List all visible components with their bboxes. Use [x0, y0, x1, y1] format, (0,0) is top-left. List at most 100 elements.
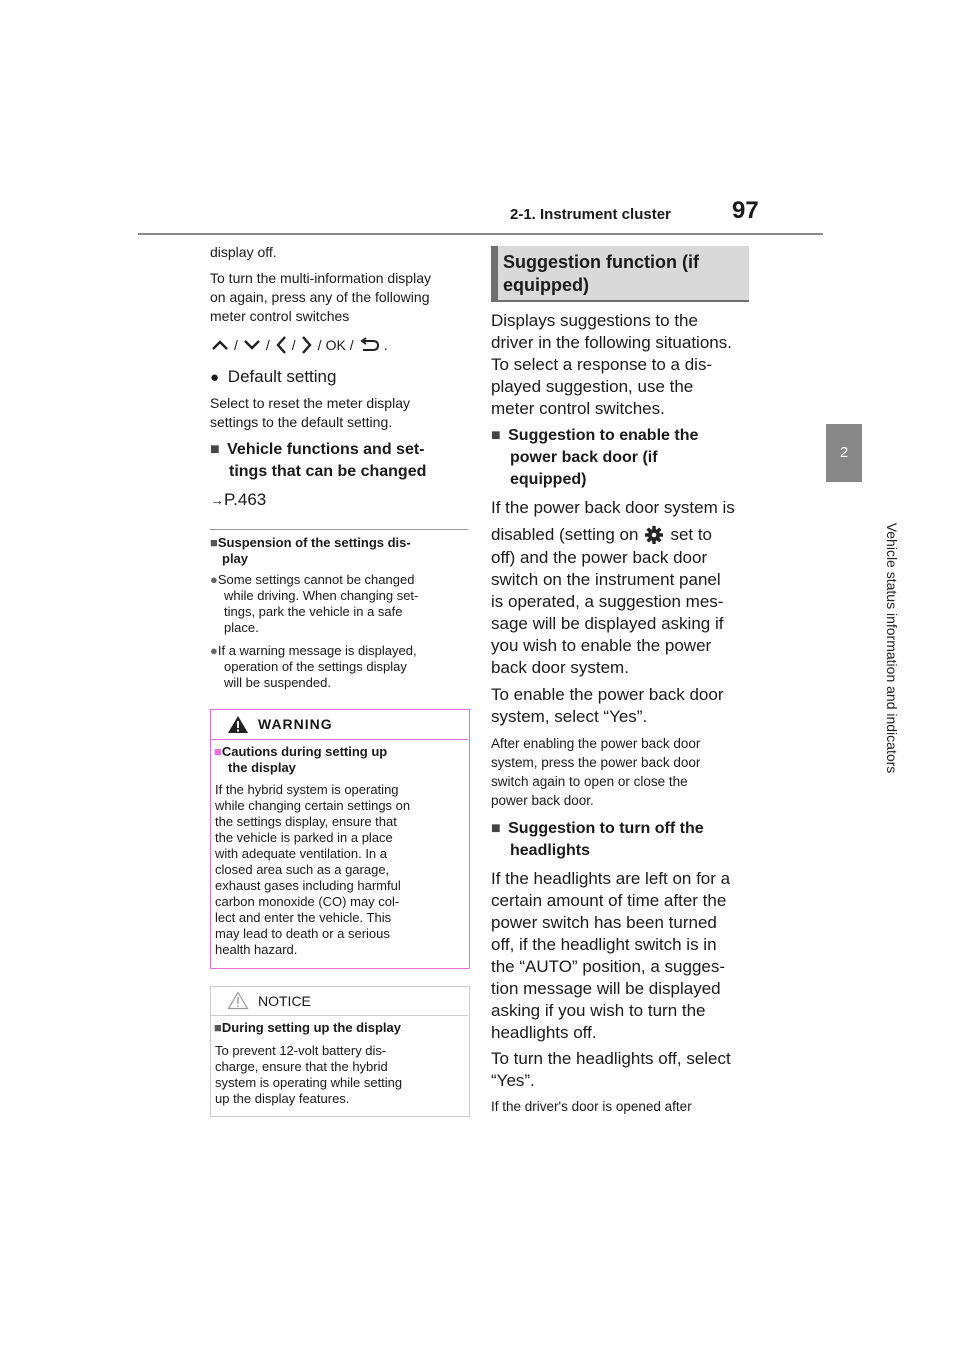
- warning-line: with adequate ventilation. In a: [215, 846, 388, 861]
- notice-line: To prevent 12-volt battery dis-: [215, 1043, 387, 1058]
- square-bullet-icon: ■: [210, 441, 220, 458]
- suspension-bullet-2: ●If a warning message is displayed,: [210, 643, 472, 659]
- header-divider: [138, 233, 823, 235]
- notice-heading-label: During setting up the display: [221, 1020, 401, 1035]
- suspension-bullet-2-line-2: operation of the settings display: [224, 659, 407, 674]
- warning-line: closed area such as a garage,: [215, 862, 390, 877]
- section-title-line-2: equipped): [503, 275, 589, 295]
- period: .: [383, 337, 388, 353]
- warning-heading: ■Cautions during setting up: [214, 744, 464, 760]
- separator: /: [349, 337, 354, 353]
- pbd-heading-line-1: Suggestion to enable the: [508, 427, 699, 444]
- warning-line: If the hybrid system is operating: [215, 782, 399, 797]
- notice-line: charge, ensure that the hybrid: [215, 1059, 388, 1074]
- chapter-tab: 2: [826, 424, 862, 482]
- pbd-p3: After enabling the power back door syste…: [491, 734, 749, 810]
- hl-line: certain amount of time after the: [491, 891, 727, 910]
- text-turn-on-1: To turn the multi-information display: [210, 270, 431, 286]
- default-setting-heading: ● Default setting: [210, 366, 472, 389]
- chevron-left-icon: [276, 336, 286, 354]
- suspension-heading: ■Suspension of the settings dis-: [210, 535, 472, 551]
- warning-heading-1: Cautions during setting up: [221, 744, 388, 759]
- intro-line: To select a response to a dis-: [491, 355, 713, 374]
- vehicle-functions-heading: ■ Vehicle functions and set-: [210, 439, 472, 461]
- warning-line: carbon monoxide (CO) may col-: [215, 894, 400, 909]
- pbd-line: you wish to enable the power: [491, 636, 712, 655]
- warning-line: lect and enter the vehicle. This: [215, 910, 392, 925]
- intro-line: driver in the following situations.: [491, 333, 732, 352]
- separator: /: [234, 337, 238, 353]
- warning-line: exhaust gases including harmful: [215, 878, 401, 893]
- separator: /: [291, 337, 296, 353]
- text-turn-on-2: on again, press any of the following: [210, 289, 430, 305]
- notice-line: up the display features.: [215, 1091, 350, 1106]
- suspension-bullet-1: ●Some settings cannot be changed: [210, 572, 472, 588]
- hl-line: tion message will be displayed: [491, 979, 721, 998]
- pbd-p1-line-2: disabled (setting on set to: [491, 524, 749, 546]
- headlights-p2: To turn the headlights off, select “Yes”…: [491, 1048, 749, 1092]
- pbd-p3-line: power back door.: [491, 793, 594, 808]
- hl-line: If the headlights are left on for a: [491, 869, 731, 888]
- square-bullet-icon: ■: [491, 427, 501, 444]
- hl-line: power switch has been turned: [491, 913, 717, 932]
- pbd-p2: To enable the power back door system, se…: [491, 684, 749, 728]
- page-reference[interactable]: →P.463: [210, 489, 472, 511]
- section-title: Suggestion function (if equipped): [503, 251, 743, 297]
- page-number: 97: [732, 197, 759, 224]
- warning-body: If the hybrid system is operating while …: [215, 782, 465, 958]
- pbd-line: switch on the instrument panel: [491, 570, 721, 589]
- suspension-bullet-1-line-2: while driving. When changing set-: [224, 588, 419, 603]
- intro-line: Displays suggestions to the: [491, 311, 698, 330]
- meter-switch-row: / / / / OK / .: [210, 334, 410, 356]
- hl-line: the “AUTO” position, a sugges-: [491, 957, 726, 976]
- hl-p2-line: To turn the headlights off, select: [491, 1049, 731, 1068]
- pbd-line: off) and the power back door: [491, 548, 708, 567]
- suspension-bullet-1-line-3: tings, park the vehicle in a safe: [224, 604, 403, 619]
- pbd-line: back door system.: [491, 658, 629, 677]
- suspension-heading-1: Suspension of the settings dis-: [217, 535, 411, 550]
- warning-line: health hazard.: [215, 942, 298, 957]
- headlights-heading: ■ Suggestion to turn off the: [491, 818, 749, 840]
- headlights-p3: If the driver's door is opened after: [491, 1099, 692, 1114]
- separator: /: [265, 337, 270, 353]
- hl-p2-line: “Yes”.: [491, 1071, 535, 1090]
- back-icon: [360, 337, 379, 351]
- pbd-p2-line: To enable the power back door: [491, 685, 724, 704]
- notice-body: To prevent 12-volt battery dis- charge, …: [215, 1043, 465, 1107]
- text-display-off: display off.: [210, 244, 277, 260]
- pbd-p1-text-a: disabled (setting on: [491, 525, 639, 544]
- bullet-icon: ●: [210, 369, 220, 386]
- hl-line: headlights off.: [491, 1023, 597, 1042]
- chevron-down-icon: [244, 340, 260, 350]
- bullet-icon: ●: [210, 572, 218, 587]
- warning-icon: [228, 716, 248, 733]
- pbd-p1-line-1: If the power back door system is: [491, 498, 735, 517]
- notice-line: system is operating while setting: [215, 1075, 403, 1090]
- pbd-p1-text-b: set to: [670, 525, 713, 544]
- notice-heading: ■During setting up the display: [214, 1020, 468, 1036]
- hl-line: asking if you wish to turn the: [491, 1001, 706, 1020]
- vehicle-functions-line-2: tings that can be changed: [229, 463, 427, 480]
- warning-line: the vehicle is parked in a place: [215, 830, 393, 845]
- suspension-bullet-1-line-1: Some settings cannot be changed: [217, 572, 415, 587]
- default-desc-1: Select to reset the meter display: [210, 395, 410, 411]
- intro-line: meter control switches.: [491, 399, 665, 418]
- intro-line: played suggestion, use the: [491, 377, 694, 396]
- bullet-icon: ●: [210, 643, 218, 658]
- square-bullet-icon: ■: [214, 744, 222, 759]
- square-bullet-icon: ■: [491, 820, 501, 837]
- section-header-title: 2-1. Instrument cluster: [510, 206, 671, 223]
- section-title-bar: [491, 246, 498, 302]
- warning-label: WARNING: [258, 716, 333, 732]
- warning-header: WARNING: [210, 709, 468, 740]
- intro-paragraph: Displays suggestions to the driver in th…: [491, 310, 749, 420]
- pbd-p3-line: After enabling the power back door: [491, 736, 701, 751]
- headlights-heading-line-1: Suggestion to turn off the: [508, 820, 704, 837]
- notice-header: NOTICE: [210, 986, 468, 1016]
- section-title-line-1: Suggestion function (if: [503, 252, 699, 272]
- vehicle-functions-line-1: Vehicle functions and set-: [227, 441, 425, 458]
- notice-label: NOTICE: [258, 993, 311, 1009]
- text-turn-on-3: meter control switches: [210, 308, 350, 324]
- arrow-right-icon: →: [210, 492, 224, 508]
- pbd-p3-line: switch again to open or close the: [491, 774, 688, 789]
